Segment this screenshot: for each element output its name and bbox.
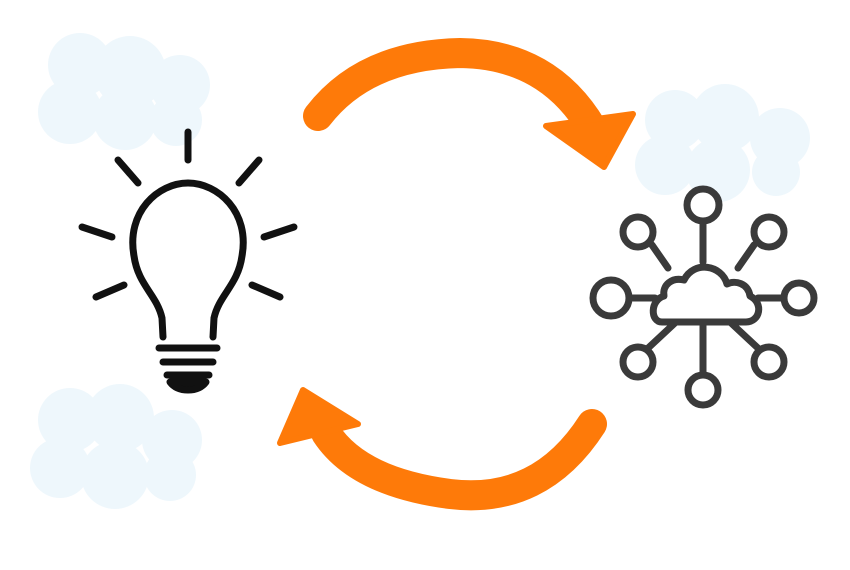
- lightbulb-icon: [78, 128, 298, 394]
- cloud-network-icon: [589, 185, 818, 409]
- curved-arrow-icon: [277, 387, 607, 511]
- cloud-icon: [635, 84, 810, 202]
- cloud-icon: [30, 384, 202, 509]
- cloud-icon: [38, 33, 210, 150]
- curved-arrow-icon: [303, 37, 636, 170]
